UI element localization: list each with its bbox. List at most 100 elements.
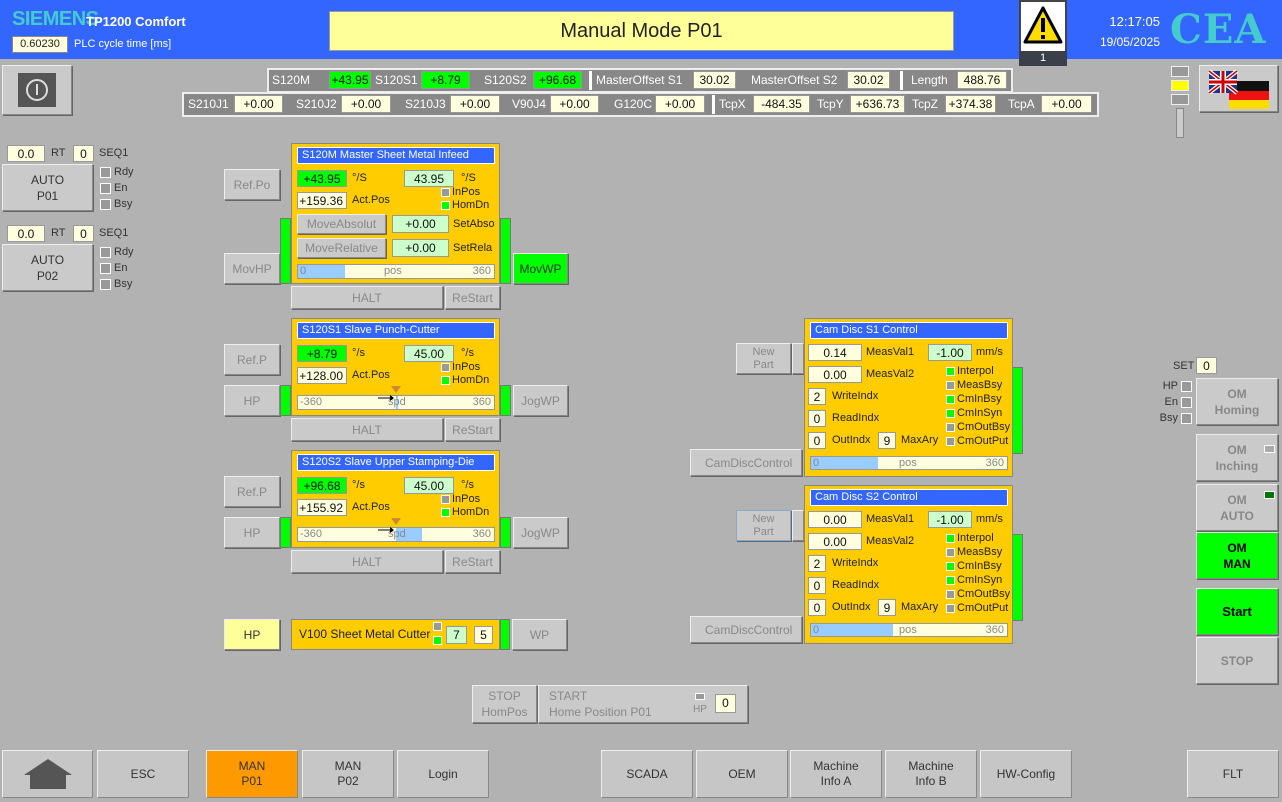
set-relative-value[interactable]: +0.00 <box>392 239 449 257</box>
opmode-check-label: En <box>1164 396 1178 408</box>
status-label: Length <box>911 73 948 87</box>
status-label: S210J1 <box>188 97 229 111</box>
home-button[interactable]: MovHP <box>224 253 280 284</box>
speed-marker-icon <box>391 386 401 393</box>
speed-bar-fill <box>396 396 399 409</box>
cam-flag-indicator <box>946 604 955 613</box>
speed-unit: °/S <box>461 172 476 184</box>
new-part-button[interactable]: New Part <box>736 343 791 374</box>
restart-button[interactable]: ReStart <box>445 286 500 309</box>
status-value: +8.79 <box>421 71 470 89</box>
stop-button[interactable]: STOP <box>1196 637 1278 684</box>
home-button[interactable] <box>2 750 93 798</box>
page-title: Manual Mode P01 <box>329 11 954 51</box>
speed-bar-fill <box>396 528 423 541</box>
cutter-wp-button[interactable]: WP <box>512 619 567 650</box>
status-label: S120M <box>272 73 311 87</box>
meas-val1-label: MeasVal1 <box>866 513 915 525</box>
ref-button[interactable]: Ref.Po <box>224 169 280 200</box>
halt-button[interactable]: HALT <box>291 286 443 309</box>
footer-flt-button[interactable]: FLT <box>1187 750 1279 798</box>
siemens-logo: SIEMENS <box>12 8 99 30</box>
power-button[interactable] <box>2 65 72 115</box>
status-value: +0.00 <box>550 95 599 113</box>
footer-oem-button[interactable]: OEM <box>696 750 788 798</box>
status-checkbox-label: Bsy <box>114 278 133 290</box>
status-checkbox <box>100 247 111 258</box>
om-man-button[interactable]: OM MAN <box>1196 532 1278 579</box>
move-absolute-button[interactable]: MoveAbsolut <box>297 214 386 234</box>
work-position-button[interactable]: MovWP <box>513 253 568 284</box>
direction-arrow-icon <box>378 524 394 533</box>
rt-label: RT <box>51 147 66 159</box>
footer-man-p02-button[interactable]: MAN P02 <box>302 750 394 798</box>
cam-disc-control-button[interactable]: CamDiscControl <box>690 616 802 643</box>
cam-speed-unit: mm/s <box>976 513 1003 525</box>
footer-info-a-button[interactable]: Machine Info A <box>790 750 882 798</box>
cam-speed[interactable]: -1.00 <box>928 344 972 361</box>
cam-bar-max: 360 <box>985 624 1004 636</box>
homing-hp-label: HP <box>693 704 707 715</box>
om-inching-button[interactable]: OM Inching <box>1196 434 1278 481</box>
set-speed[interactable]: 43.95 <box>404 170 454 187</box>
start-button[interactable]: Start <box>1196 588 1278 635</box>
inpos-label: InPos <box>452 186 481 198</box>
plc-cycle-time-value: 0.60230 <box>12 36 68 53</box>
restart-button[interactable]: ReStart <box>445 550 500 573</box>
warning-icon <box>1023 6 1063 44</box>
footer-hwconfig-button[interactable]: HW-Config <box>980 750 1072 798</box>
auto-p01-button[interactable]: AUTO P01 <box>2 164 93 211</box>
cutter-status-bar <box>500 619 510 650</box>
actual-position: +159.36 <box>297 192 347 209</box>
opmode-check-label: HP <box>1162 380 1178 392</box>
cam-out-index: 0 <box>808 599 826 616</box>
cam-read-index: 0 <box>808 577 826 594</box>
indicator-3 <box>1171 94 1189 105</box>
home-button[interactable]: HP <box>224 517 280 548</box>
speed-unit: °/S <box>352 172 367 184</box>
clock-time: 12:17:05 <box>1109 14 1160 29</box>
footer-info-b-button[interactable]: Machine Info B <box>885 750 977 798</box>
cam-flag-label: MeasBsy <box>957 379 1003 391</box>
cam-max-array-label: MaxAry <box>901 434 939 446</box>
halt-button[interactable]: HALT <box>291 550 443 573</box>
footer-man-p01-button[interactable]: MAN P01 <box>206 750 298 798</box>
footer-login-button[interactable]: Login <box>397 750 489 798</box>
slider-handle[interactable] <box>1176 108 1184 138</box>
plc-cycle-time-label: PLC cycle time [ms] <box>74 38 172 50</box>
set-absolute-value[interactable]: +0.00 <box>392 215 449 233</box>
language-button[interactable] <box>1199 65 1278 112</box>
cam-position-bar-fill <box>811 457 878 469</box>
stop-homing-button[interactable]: STOP HomPos <box>472 685 537 723</box>
cam-flag-indicator <box>946 381 955 390</box>
auto-p02-button[interactable]: AUTO P02 <box>2 244 93 291</box>
halt-button[interactable]: HALT <box>291 418 443 441</box>
status-value: +0.00 <box>655 95 705 113</box>
move-relative-button[interactable]: MoveRelative <box>297 238 386 258</box>
set-speed[interactable]: 45.00 <box>404 477 454 494</box>
restart-button[interactable]: ReStart <box>445 418 500 441</box>
footer-esc-button[interactable]: ESC <box>97 750 189 798</box>
indicator-1 <box>1171 66 1189 77</box>
set-speed[interactable]: 45.00 <box>404 345 454 362</box>
cam-bar-label: pos <box>899 457 917 469</box>
position-bar-label: pos <box>384 265 402 277</box>
cam-speed[interactable]: -1.00 <box>928 511 972 528</box>
om-homing-button[interactable]: OM Homing <box>1196 378 1278 425</box>
flag-icon <box>1207 68 1269 109</box>
cam-max-array: 9 <box>878 432 896 449</box>
new-part-button[interactable]: New Part <box>736 510 791 541</box>
work-position-button[interactable]: JogWP <box>513 517 568 548</box>
start-homing-button[interactable]: START Home Position P01 <box>538 685 748 723</box>
footer-scada-button[interactable]: SCADA <box>601 750 693 798</box>
cam-disc-control-button[interactable]: CamDiscControl <box>690 449 802 476</box>
ref-button[interactable]: Ref.P <box>224 344 280 375</box>
speed-unit: °/s <box>461 479 474 491</box>
work-position-button[interactable]: JogWP <box>513 385 568 416</box>
cutter-home-button[interactable]: HP <box>224 619 280 650</box>
home-button[interactable]: HP <box>224 385 280 416</box>
status-checkbox <box>100 167 111 178</box>
homdn-indicator <box>441 376 450 385</box>
speed-bar-min: -360 <box>300 396 323 408</box>
ref-button[interactable]: Ref.P <box>224 476 280 507</box>
